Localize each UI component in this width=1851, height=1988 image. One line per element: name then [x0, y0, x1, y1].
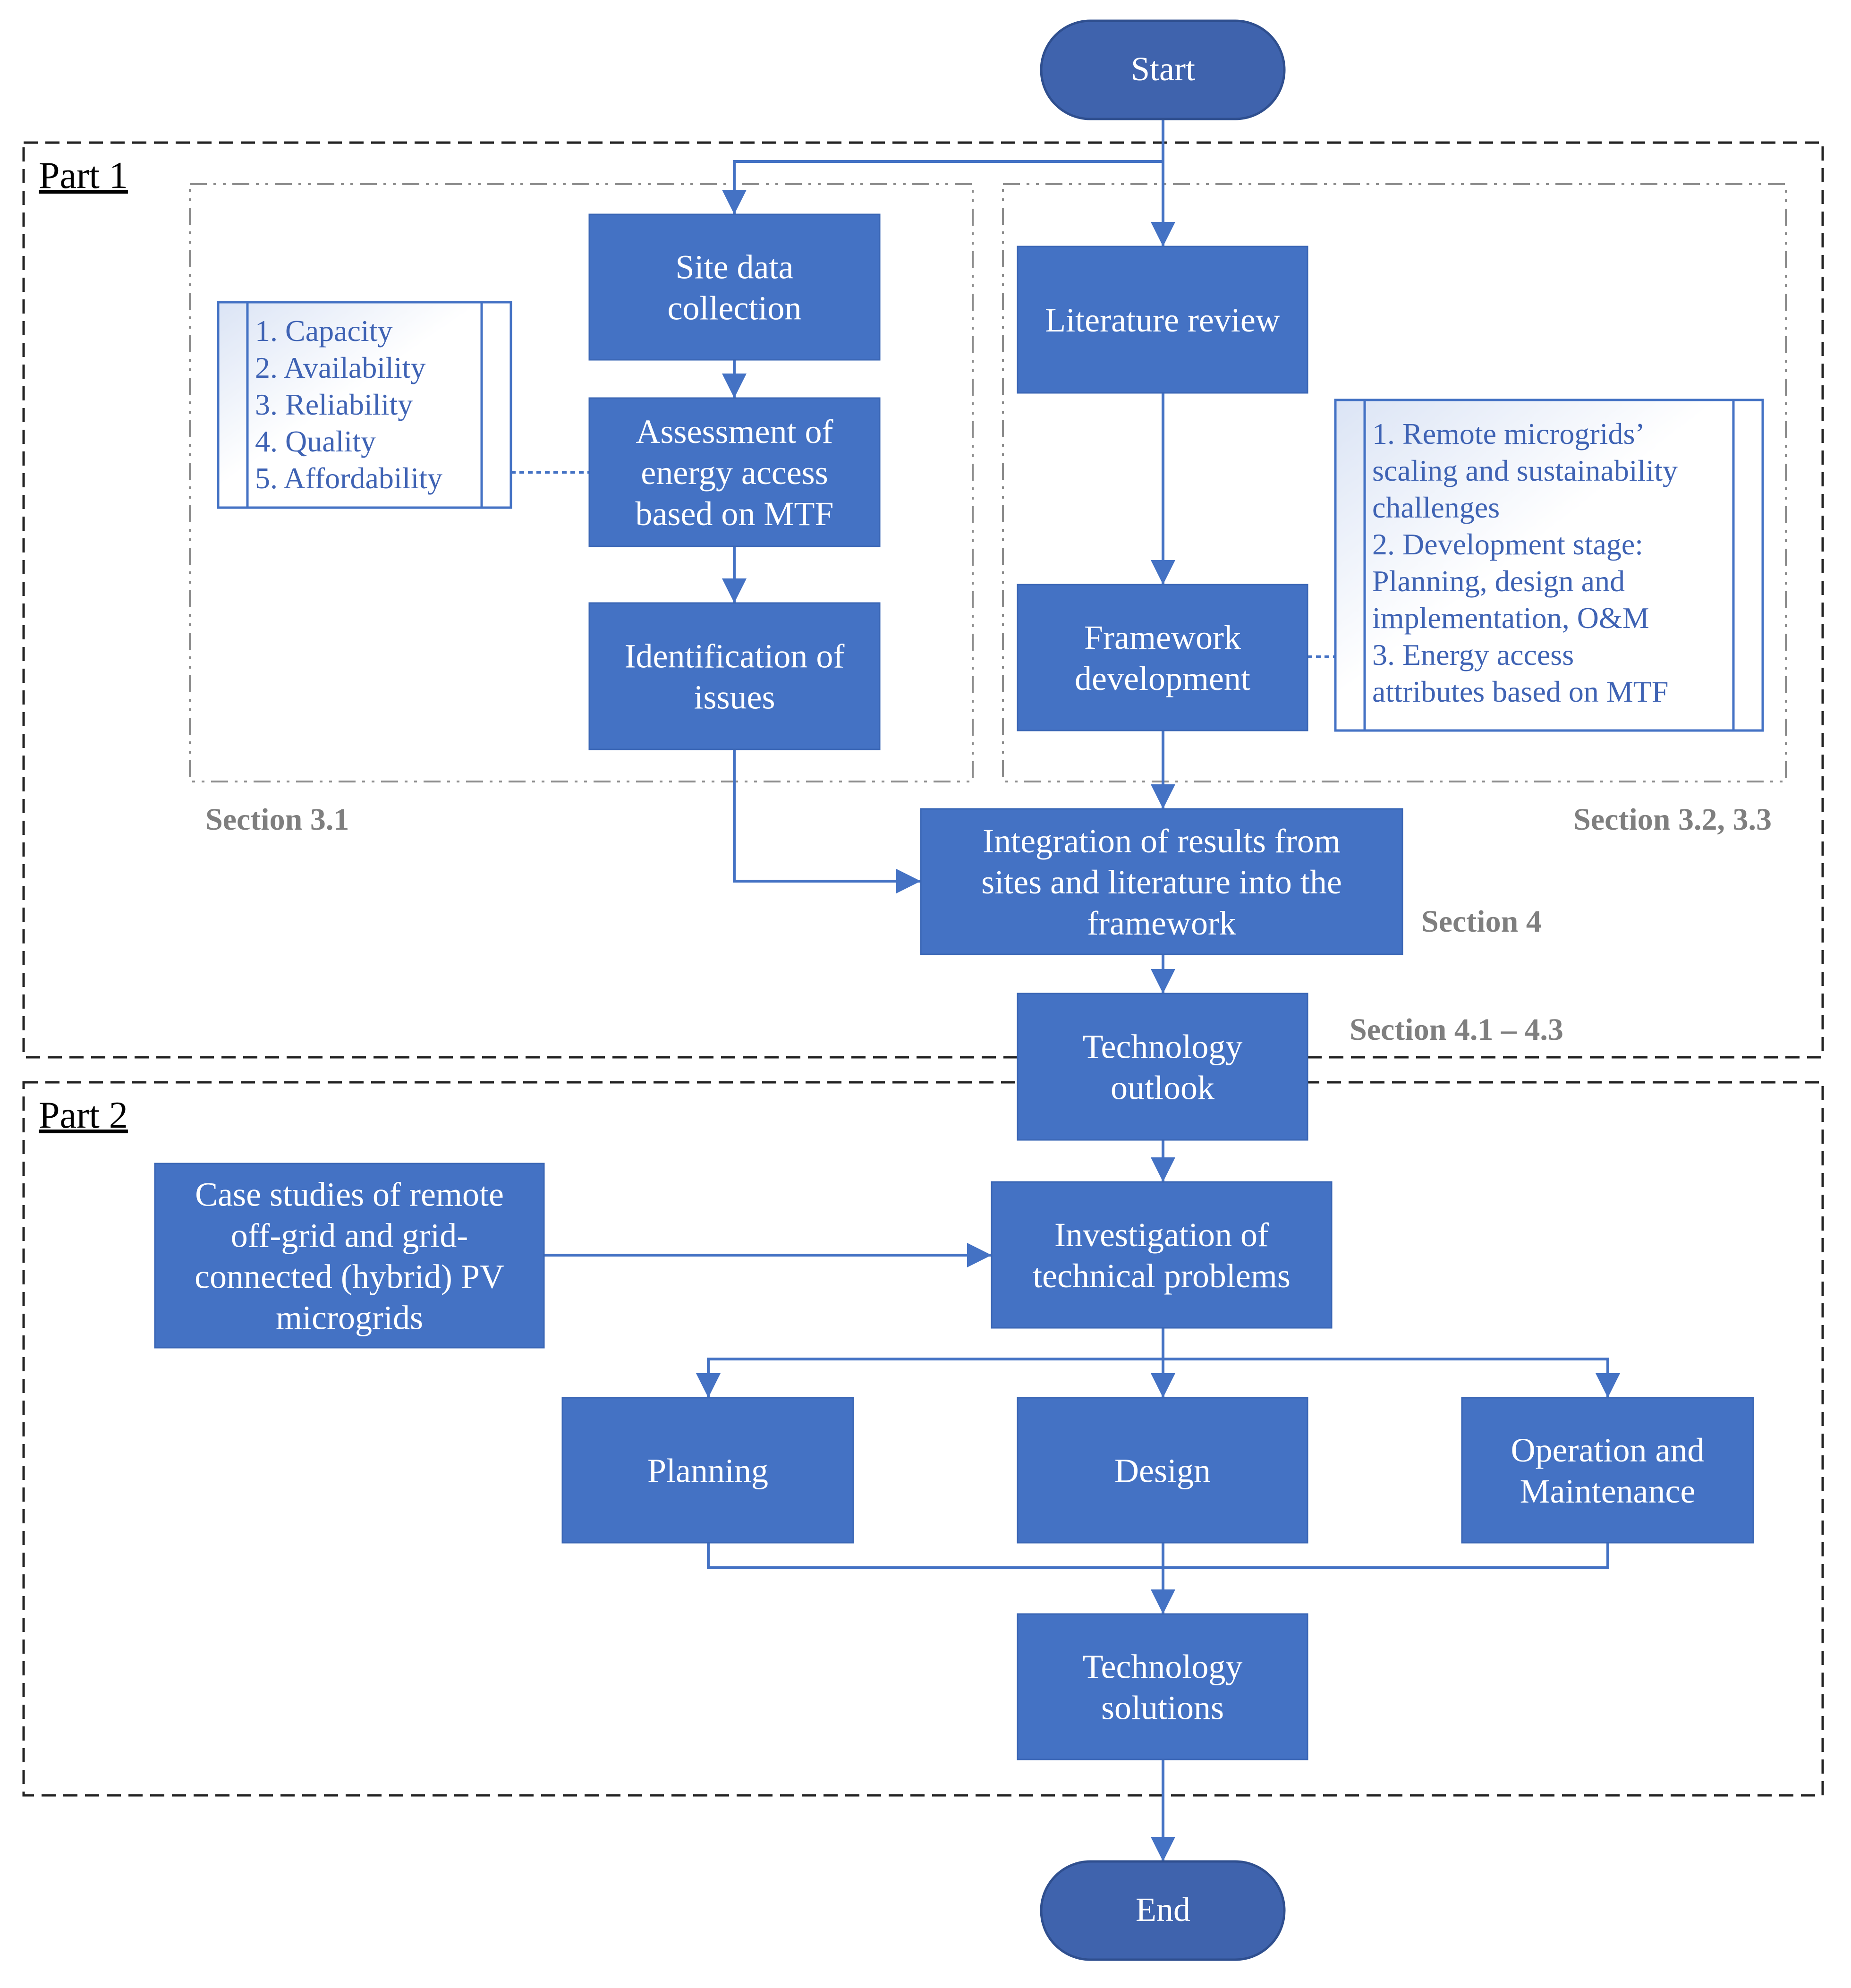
identification-box: Identification of issues	[588, 602, 881, 750]
case-studies-text-line: microgrids	[276, 1299, 423, 1337]
framework-list-item: scaling and sustainability	[1372, 454, 1678, 487]
site-data-text-line: collection	[668, 289, 802, 327]
part2-container: Part 2	[22, 1081, 1824, 1797]
framework-aspects-list: 1. Remote microgrids’ scaling and sustain…	[1334, 399, 1764, 732]
part1-label: Part 1	[39, 155, 128, 196]
section-4-1-label: Section 4.1 – 4.3	[1350, 1012, 1563, 1047]
arrow-investigation-to-om	[1163, 1358, 1620, 1398]
section-4-label: Section 4	[1421, 904, 1542, 939]
technology-solutions-text-line: Technology	[1083, 1648, 1243, 1686]
section-3-1-label: Section 3.1	[205, 802, 349, 837]
identification-text-line: Identification of	[625, 637, 845, 675]
design-box: Design	[1017, 1397, 1308, 1544]
arrow-identification-to-integration	[733, 749, 921, 893]
start-terminal: Start	[1040, 19, 1286, 120]
assessment-text-line: Assessment of	[636, 413, 833, 450]
section-3-2-label: Section 3.2, 3.3	[1573, 802, 1772, 837]
technology-outlook-text-line: Technology	[1083, 1028, 1243, 1066]
framework-list-item: 2. Development stage:	[1372, 527, 1643, 561]
technology-outlook-text-line: outlook	[1111, 1069, 1214, 1107]
part2-label: Part 2	[39, 1095, 128, 1136]
part1-container: Part 1	[22, 141, 1824, 1059]
framework-list-item: attributes based on MTF	[1372, 675, 1668, 708]
framework-text-line: Framework	[1084, 619, 1241, 656]
framework-list-item: challenges	[1372, 491, 1500, 524]
identification-text-line: issues	[694, 679, 775, 716]
end-label: End	[1136, 1891, 1190, 1929]
mtf-list-item: 4. Quality	[255, 425, 376, 458]
planning-box: Planning	[561, 1397, 854, 1544]
integration-text-line: Integration of results from	[983, 822, 1341, 860]
framework-list-item: 1. Remote microgrids’	[1372, 417, 1645, 450]
investigation-text-line: technical problems	[1033, 1257, 1291, 1295]
assessment-text-line: energy access	[641, 454, 828, 492]
framework-box: Framework development	[1017, 584, 1308, 731]
technology-solutions-text-line: solutions	[1101, 1689, 1224, 1727]
case-studies-text-line: connected (hybrid) PV	[195, 1258, 504, 1296]
literature-text-line: Literature review	[1045, 301, 1280, 339]
arrow-investigation-to-planning	[696, 1358, 1163, 1398]
case-studies-text-line: Case studies of remote	[195, 1176, 504, 1214]
mtf-list-item: 2. Availability	[255, 351, 425, 384]
assessment-text-line: based on MTF	[636, 495, 834, 533]
case-studies-text-line: off-grid and grid-	[231, 1217, 468, 1255]
design-text-line: Design	[1114, 1452, 1211, 1490]
end-terminal: End	[1040, 1860, 1286, 1961]
start-label: Start	[1131, 50, 1195, 88]
merge-planning-om	[707, 1543, 1609, 1569]
mtf-list-item: 1. Capacity	[255, 314, 392, 348]
section-3-1-container	[189, 183, 974, 782]
integration-text-line: framework	[1087, 904, 1236, 942]
framework-list-item: 3. Energy access	[1372, 638, 1574, 671]
mtf-list-item: 3. Reliability	[255, 388, 413, 421]
operation-maintenance-text-line: Operation and	[1511, 1431, 1705, 1469]
operation-maintenance-text-line: Maintenance	[1520, 1472, 1696, 1510]
site-data-text-line: Site data	[676, 248, 794, 286]
framework-text-line: development	[1075, 660, 1250, 697]
arrow-start-to-site	[722, 160, 1163, 214]
framework-list-item: Planning, design and	[1372, 564, 1625, 598]
investigation-text-line: Investigation of	[1054, 1216, 1269, 1254]
integration-text-line: sites and literature into the	[981, 863, 1342, 901]
literature-box: Literature review	[1017, 246, 1308, 394]
framework-list-item: implementation, O&M	[1372, 601, 1649, 635]
planning-text-line: Planning	[647, 1452, 768, 1490]
connectors	[544, 119, 1620, 1861]
section-3-2-container	[1002, 183, 1787, 782]
mtf-list-item: 5. Affordability	[255, 461, 442, 495]
